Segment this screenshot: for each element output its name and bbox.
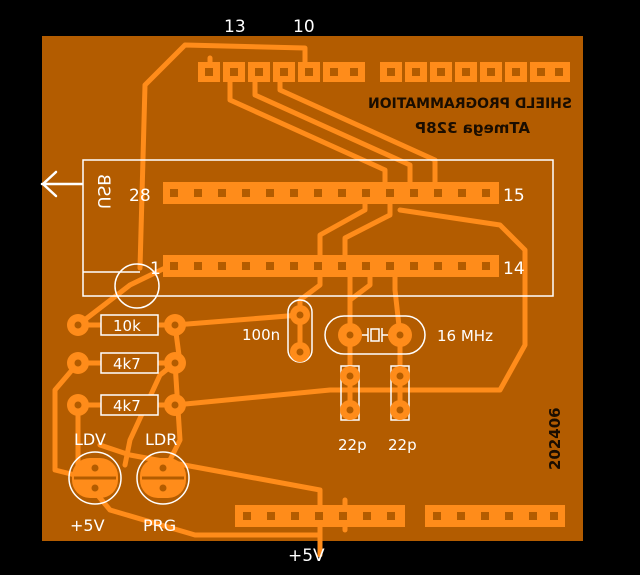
led-ldv-outline [68, 451, 122, 505]
board-title-line2: ATmega 328P [415, 119, 530, 137]
cap-100n-label: 100n [242, 326, 280, 344]
ic-pin-15: 15 [503, 186, 525, 206]
led-ldr-label: LDR [145, 430, 177, 449]
bottom-header-pads [235, 505, 565, 527]
r2-value: 4k7 [113, 355, 141, 373]
ic-top-row-pads [163, 182, 499, 204]
ic-pin-28: 28 [129, 186, 151, 206]
ic-pin-1: 1 [150, 259, 161, 279]
resistor-pads [67, 314, 186, 416]
crystal-body [324, 315, 426, 355]
resistor-r2-body [100, 352, 159, 374]
arrow-left-icon [40, 170, 84, 198]
ic-bottom-row-pads [163, 255, 499, 277]
jumper-prg-label: PRG [143, 516, 176, 535]
crystal-icon [362, 328, 388, 342]
cap-22p-1-label: 22p [338, 436, 367, 454]
header-label-10: 10 [293, 17, 315, 37]
board-title-line1: SHIELD PROGRAMMATION [368, 96, 572, 112]
resistor-r3-body [100, 394, 159, 416]
top-header-pads [198, 62, 570, 82]
led-ldv-label: LDV [74, 430, 106, 449]
led-pads [72, 458, 186, 498]
r3-value: 4k7 [113, 397, 141, 415]
usb-label: USB [93, 174, 113, 209]
cap-22p-2-label: 22p [388, 436, 417, 454]
date-code: 202406 [546, 407, 564, 470]
header-label-13: 13 [224, 17, 246, 37]
led-ldr-outline [136, 451, 190, 505]
jumper-5v-label: +5V [70, 516, 105, 535]
pin1-marker [114, 263, 160, 309]
crystal-label: 16 MHz [437, 327, 493, 345]
r1-value: 10k [113, 317, 141, 335]
ic-outline [82, 159, 554, 297]
bottom-power-label: +5V [288, 546, 325, 566]
resistor-r1-body [100, 314, 159, 336]
ic-pin-14: 14 [503, 259, 525, 279]
